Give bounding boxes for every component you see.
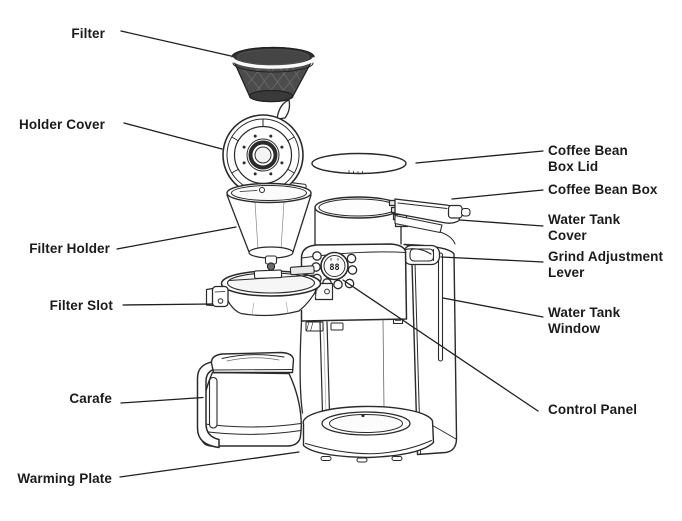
- label-control-panel: Control Panel: [548, 402, 638, 417]
- leader-holder-cover: [123, 122, 223, 150]
- leader-lines: [116, 30, 544, 478]
- label-coffee-bean-box: Coffee Bean Box: [548, 182, 658, 197]
- label-filter-slot: Filter Slot: [49, 298, 113, 313]
- label-filter: Filter: [71, 26, 105, 41]
- water-tank-part: [392, 243, 458, 456]
- filter-part: [230, 46, 316, 103]
- leader-coffee-bean-box-lid: [415, 150, 544, 164]
- holder-cover-part: [222, 99, 304, 196]
- label-coffee-bean-box-lid: Coffee Bean Box Lid: [548, 143, 628, 174]
- leader-water-tank-window: [442, 297, 544, 318]
- water-tank-cover-part: [388, 198, 471, 245]
- label-water-tank-cover: Water Tank Cover: [548, 212, 621, 243]
- label-holder-cover: Holder Cover: [19, 117, 105, 132]
- coffee-bean-box-lid-part: [311, 152, 407, 175]
- label-filter-holder: Filter Holder: [29, 241, 110, 256]
- coffee-bean-box-part: [314, 196, 402, 247]
- filter-slot-part: [205, 265, 334, 317]
- leader-water-tank-cover: [459, 219, 544, 227]
- leader-filter-holder: [116, 226, 237, 250]
- leader-coffee-bean-box: [451, 189, 544, 200]
- carafe-part: [196, 351, 302, 449]
- leader-control-panel: [342, 279, 539, 412]
- warming-plate-part: [302, 405, 457, 463]
- leader-carafe: [120, 396, 204, 404]
- machine-column-part: [299, 319, 385, 414]
- control-panel-display: 88: [329, 263, 339, 273]
- label-water-tank-window: Water Tank Window: [548, 305, 621, 336]
- label-carafe: Carafe: [69, 391, 112, 406]
- label-grind-adjustment-lever: Grind Adjustment Lever: [548, 249, 664, 280]
- leader-grind-adjustment-lever: [440, 256, 544, 263]
- filter-holder-part: [226, 182, 312, 271]
- water-tank-window-part: [437, 252, 444, 362]
- leader-filter-slot: [122, 303, 213, 306]
- label-warming-plate: Warming Plate: [17, 471, 112, 486]
- leader-filter: [120, 30, 232, 57]
- leader-warming-plate: [119, 451, 300, 478]
